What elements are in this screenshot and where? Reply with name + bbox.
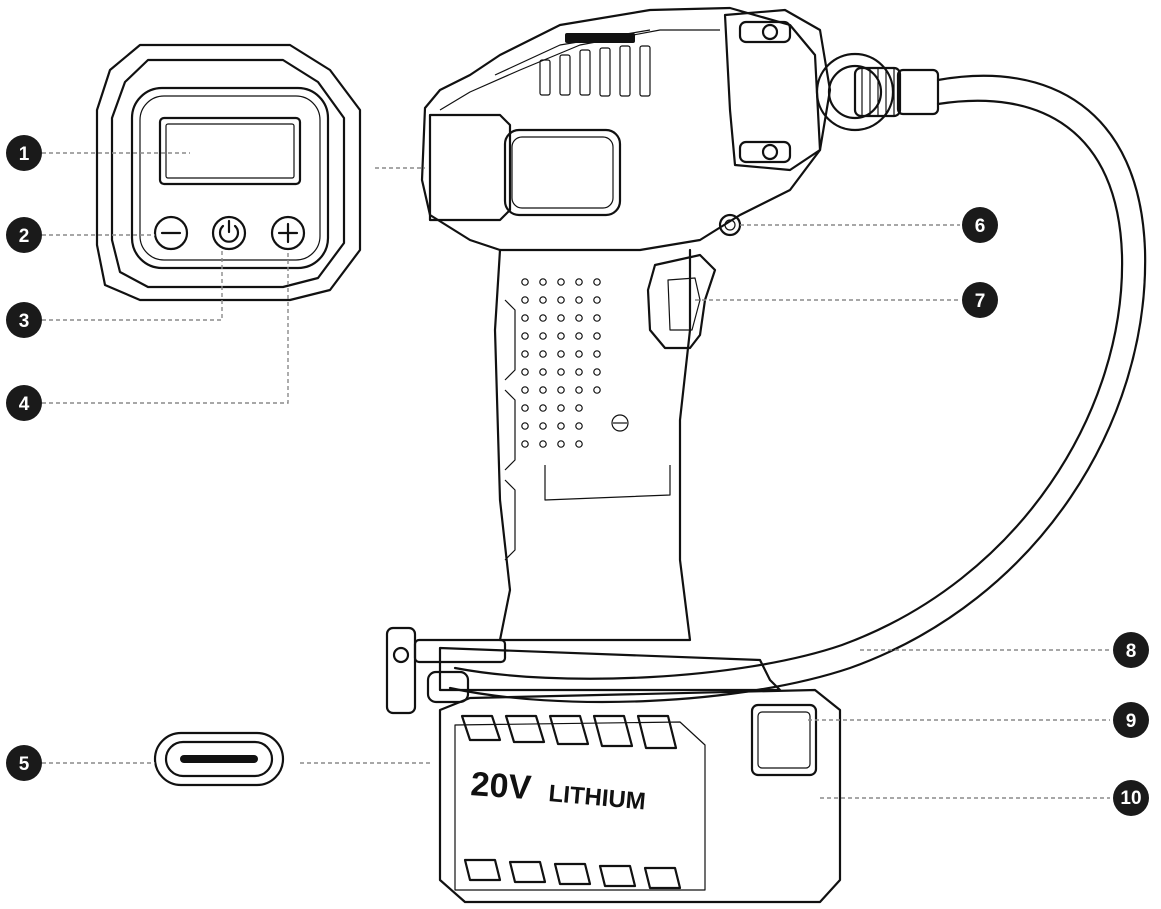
- grip-dot: [539, 314, 547, 322]
- grip-dot: [575, 422, 583, 430]
- grip-dot: [539, 404, 547, 412]
- battery-bottom-ribs: [463, 858, 682, 890]
- grip-dot: [557, 350, 565, 358]
- grip-dot: [521, 296, 529, 304]
- display-panel-closeup: [95, 43, 362, 302]
- power-button-icon[interactable]: [211, 215, 247, 251]
- callout-2: 2: [6, 217, 42, 253]
- grip-dot: [521, 314, 529, 322]
- grip-dot: [521, 278, 529, 286]
- grip-dot: [593, 296, 601, 304]
- grip-dot: [539, 386, 547, 394]
- svg-text:4: 4: [19, 394, 30, 415]
- grip-dot: [593, 278, 601, 286]
- grip-dot: [593, 332, 601, 340]
- svg-text:7: 7: [975, 291, 986, 312]
- grip-dot: [521, 440, 529, 448]
- battery-voltage-label: 20V: [469, 765, 532, 807]
- grip-dot: [539, 350, 547, 358]
- grip-dot: [521, 332, 529, 340]
- grip-dot: [575, 440, 583, 448]
- callout-7: 7: [962, 282, 998, 318]
- callout-9: 9: [1113, 702, 1149, 738]
- grip-dot: [593, 314, 601, 322]
- hose-clamp: [385, 626, 507, 715]
- grip-dot: [539, 278, 547, 286]
- grip-dot: [539, 422, 547, 430]
- grip-dot: [557, 422, 565, 430]
- grip-dot: [557, 368, 565, 376]
- lcd-screen: [158, 116, 302, 186]
- battery-chemistry-label: LITHIUM: [547, 780, 646, 815]
- svg-text:3: 3: [19, 311, 30, 332]
- grip-dot: [575, 368, 583, 376]
- grip-dot: [575, 278, 583, 286]
- grip-dot: [575, 386, 583, 394]
- grip-dot: [557, 332, 565, 340]
- grip-dots: [521, 278, 601, 448]
- callout-5: 5: [6, 745, 42, 781]
- callout-6: 6: [962, 207, 998, 243]
- tire-inflator-body: [385, 6, 940, 715]
- svg-text:9: 9: [1126, 711, 1137, 732]
- grip-dot: [521, 368, 529, 376]
- grip-dot: [593, 386, 601, 394]
- grip-dot: [539, 332, 547, 340]
- svg-text:2: 2: [19, 226, 30, 247]
- usb-c-port-icon: [153, 731, 285, 787]
- callout-8: 8: [1113, 632, 1149, 668]
- grip-dot: [521, 350, 529, 358]
- svg-text:5: 5: [19, 754, 30, 775]
- grip-dot: [593, 350, 601, 358]
- grip-dot: [557, 278, 565, 286]
- grip-dot: [539, 296, 547, 304]
- plus-button-icon[interactable]: [270, 215, 306, 251]
- callout-1: 1: [6, 135, 42, 171]
- grip-dot: [575, 314, 583, 322]
- svg-text:8: 8: [1126, 641, 1137, 662]
- grip-dot: [575, 296, 583, 304]
- grip-dot: [593, 368, 601, 376]
- grip-dot: [557, 296, 565, 304]
- grip-dot: [575, 350, 583, 358]
- grip-dot: [557, 404, 565, 412]
- svg-text:10: 10: [1120, 788, 1141, 809]
- grip-dot: [557, 440, 565, 448]
- grip-dot: [575, 332, 583, 340]
- callout-3: 3: [6, 302, 42, 338]
- grip-dot: [557, 314, 565, 322]
- minus-button-icon[interactable]: [153, 215, 189, 251]
- svg-text:1: 1: [19, 144, 30, 165]
- battery-top-ribs: [460, 714, 678, 750]
- callout-10: 10: [1113, 780, 1149, 816]
- battery-pack: 20V LITHIUM: [438, 688, 842, 904]
- air-hose: [448, 74, 1147, 704]
- leader-lines: [42, 152, 1110, 799]
- grip-dot: [521, 386, 529, 394]
- grip-dot: [539, 440, 547, 448]
- grip-dot: [539, 368, 547, 376]
- grip-dot: [575, 404, 583, 412]
- grip-dot: [557, 386, 565, 394]
- grip-dot: [521, 404, 529, 412]
- callout-4: 4: [6, 385, 42, 421]
- grip-dot: [521, 422, 529, 430]
- svg-text:6: 6: [975, 216, 986, 237]
